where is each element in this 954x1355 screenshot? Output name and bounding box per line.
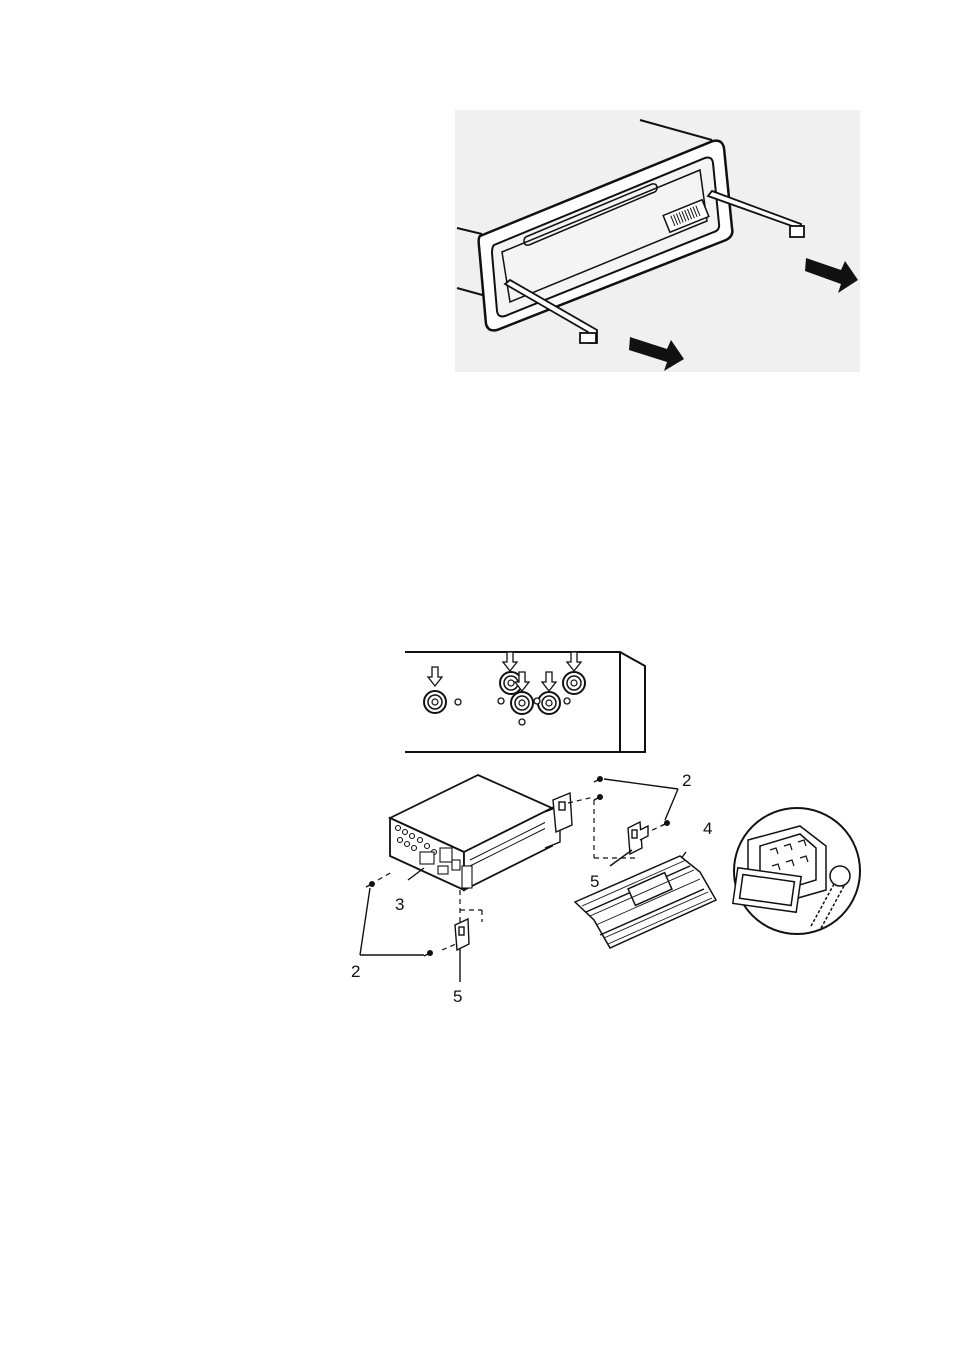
detail-inset (733, 808, 860, 934)
rca-jack (424, 691, 446, 713)
screw-icon (424, 950, 433, 956)
callout-label-5-right: 5 (590, 872, 599, 891)
rca-panel-diagram (405, 652, 645, 752)
callout-label-5-bottom: 5 (453, 987, 462, 1006)
side-clip-bottom (455, 919, 469, 950)
side-clip-right (628, 822, 648, 854)
trim-sleeve (575, 856, 716, 948)
removal-diagram (455, 110, 860, 372)
radio-unit-box (390, 775, 560, 890)
screw-icon (594, 794, 603, 800)
screw-icon (366, 881, 375, 887)
screw-icon (661, 820, 670, 826)
rca-jack (563, 672, 585, 694)
rca-jack (511, 692, 533, 714)
callout-label-2-top: 2 (682, 771, 691, 790)
rca-jack (538, 692, 560, 714)
mounting-bracket-top (553, 793, 572, 832)
callout-label-2-bottom: 2 (351, 962, 360, 981)
screw-icon (594, 776, 603, 782)
callout-label-3: 3 (395, 895, 404, 914)
callout-label-4: 4 (703, 819, 712, 838)
installation-exploded-diagram: 2 4 5 3 2 5 (351, 771, 860, 1006)
